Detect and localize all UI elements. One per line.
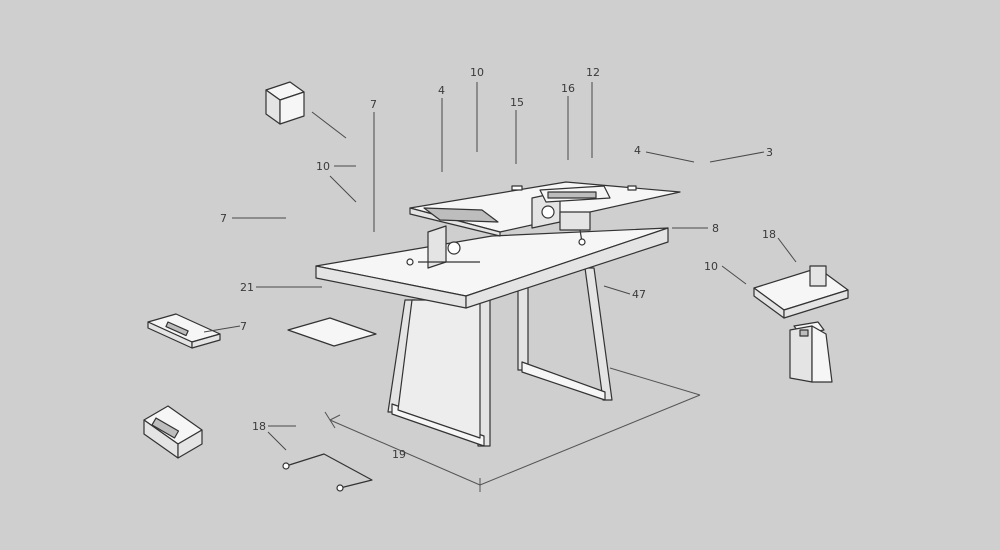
floor-mat <box>287 317 377 347</box>
power-unit <box>143 405 203 459</box>
callout-top-16: 16 <box>561 82 575 95</box>
callout-bottom-18: 18 <box>252 420 266 433</box>
shelf-bracket <box>753 265 849 319</box>
callout-right-8: 8 <box>712 222 719 235</box>
table-legs <box>387 267 613 447</box>
callout-top-15: 15 <box>510 96 524 109</box>
motor-assembly <box>531 185 611 246</box>
table-top <box>315 227 669 309</box>
callout-right-18: 18 <box>762 228 776 241</box>
callout-right-10: 10 <box>704 260 718 273</box>
callout-mid-47: 47 <box>632 288 646 301</box>
callout-right-3: 3 <box>766 146 773 159</box>
cube-part <box>265 81 305 125</box>
callout-left-10: 10 <box>316 160 330 173</box>
callout-bottom-19: 19 <box>392 448 406 461</box>
callout-left-21: 21 <box>240 281 254 294</box>
callouts: 10 12 4 15 16 7 10 7 4 3 8 18 10 21 47 7… <box>220 66 776 461</box>
callout-top-4: 4 <box>438 84 445 97</box>
table-bracket <box>406 225 480 269</box>
callout-right-4: 4 <box>634 144 641 157</box>
floor-dimension-lines <box>324 367 701 492</box>
callout-left-7a: 7 <box>370 98 377 111</box>
support-post <box>789 321 833 383</box>
callout-left-7b: 7 <box>220 212 227 225</box>
callout-top-12: 12 <box>586 66 600 79</box>
callout-left-7c: 7 <box>240 320 247 333</box>
callout-top-10: 10 <box>470 66 484 79</box>
control-box <box>147 313 221 349</box>
leader-lines <box>203 82 797 451</box>
foot-rail <box>282 453 373 492</box>
